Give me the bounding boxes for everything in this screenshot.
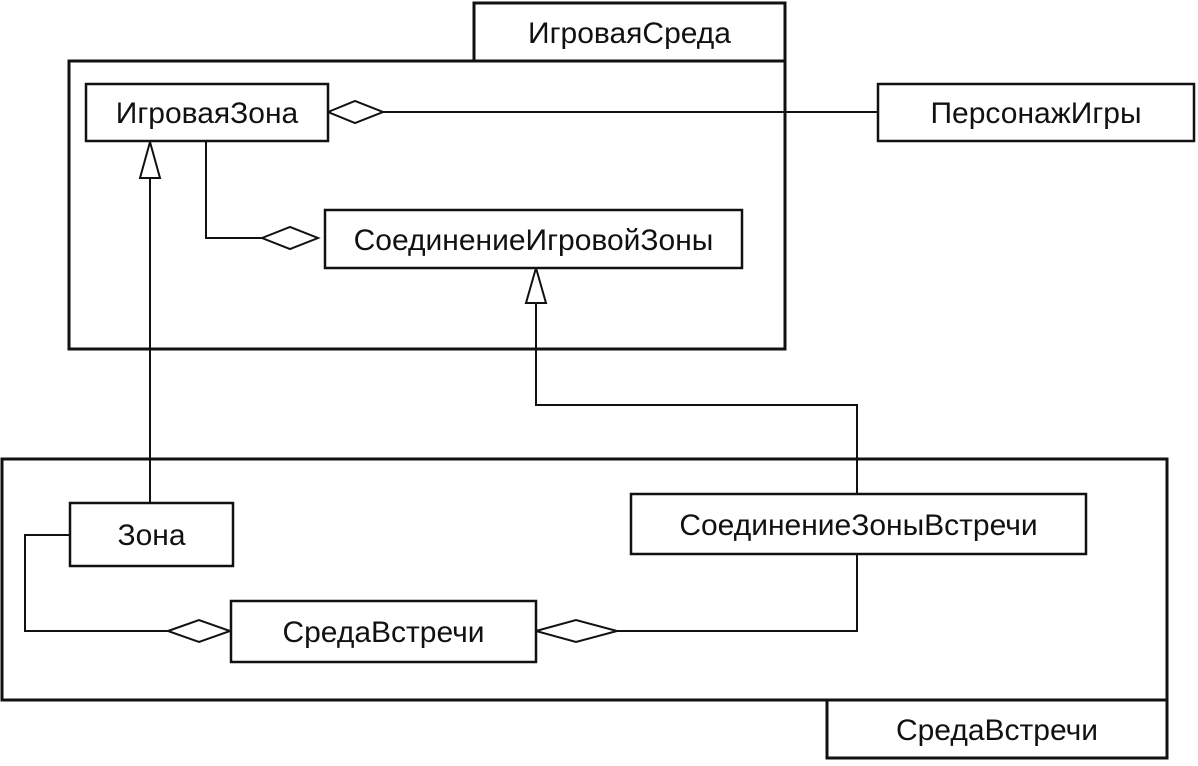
class-game-character: ПерсонажИгры xyxy=(876,82,1196,143)
package-game-environment-frame xyxy=(67,59,787,351)
package-encounter-environment-tab xyxy=(825,698,1169,760)
aggregation-diamond-icon xyxy=(532,618,621,644)
connectors xyxy=(24,111,878,632)
class-encounter-environment-box xyxy=(229,599,538,664)
generalization-line-encounter-connection xyxy=(535,303,858,494)
class-zone: Зона xyxy=(68,501,235,568)
class-game-zone-box xyxy=(84,82,330,143)
class-encounter-environment-label: СредаВстречи xyxy=(282,616,484,649)
aggregation-diamond-icon xyxy=(165,618,233,644)
generalization-triangle-icon xyxy=(524,264,548,304)
class-game-zone-connection-box xyxy=(323,208,744,270)
class-zone-label: Зона xyxy=(117,519,185,552)
aggregation-diamond-icon xyxy=(325,99,386,125)
class-encounter-zone-connection-label: СоединениеЗоныВстречи xyxy=(679,509,1037,542)
class-zone-box xyxy=(68,501,235,568)
class-encounter-zone-connection: СоединениеЗоныВстречи xyxy=(629,492,1088,556)
package-encounter-environment: СредаВстречи xyxy=(0,457,1169,760)
class-encounter-zone-connection-box xyxy=(629,492,1088,556)
package-game-environment: ИгроваяСреда xyxy=(67,1,787,351)
package-encounter-environment-label: СредаВстречи xyxy=(896,714,1098,747)
aggregation-line-encounter-connection xyxy=(617,554,858,632)
aggregation-line-encounter-zone xyxy=(24,534,168,632)
class-game-zone: ИгроваяЗона xyxy=(84,82,330,143)
aggregation-diamond-icon xyxy=(259,225,321,251)
class-game-character-box xyxy=(876,82,1196,143)
class-encounter-environment: СредаВстречи xyxy=(229,599,538,664)
package-encounter-environment-frame xyxy=(0,457,1169,702)
class-game-zone-label: ИгроваяЗона xyxy=(116,97,299,130)
package-game-environment-label: ИгроваяСреда xyxy=(528,17,731,50)
aggregation-markers xyxy=(165,99,621,644)
class-game-character-label: ПерсонажИгры xyxy=(930,97,1141,130)
class-game-zone-connection: СоединениеИгровойЗоны xyxy=(323,208,744,270)
generalization-markers xyxy=(138,138,548,304)
aggregation-line-zone-connection xyxy=(205,141,262,239)
package-game-environment-tab xyxy=(472,1,787,63)
class-game-zone-connection-label: СоединениеИгровойЗоны xyxy=(354,224,714,257)
generalization-triangle-icon xyxy=(138,138,162,179)
